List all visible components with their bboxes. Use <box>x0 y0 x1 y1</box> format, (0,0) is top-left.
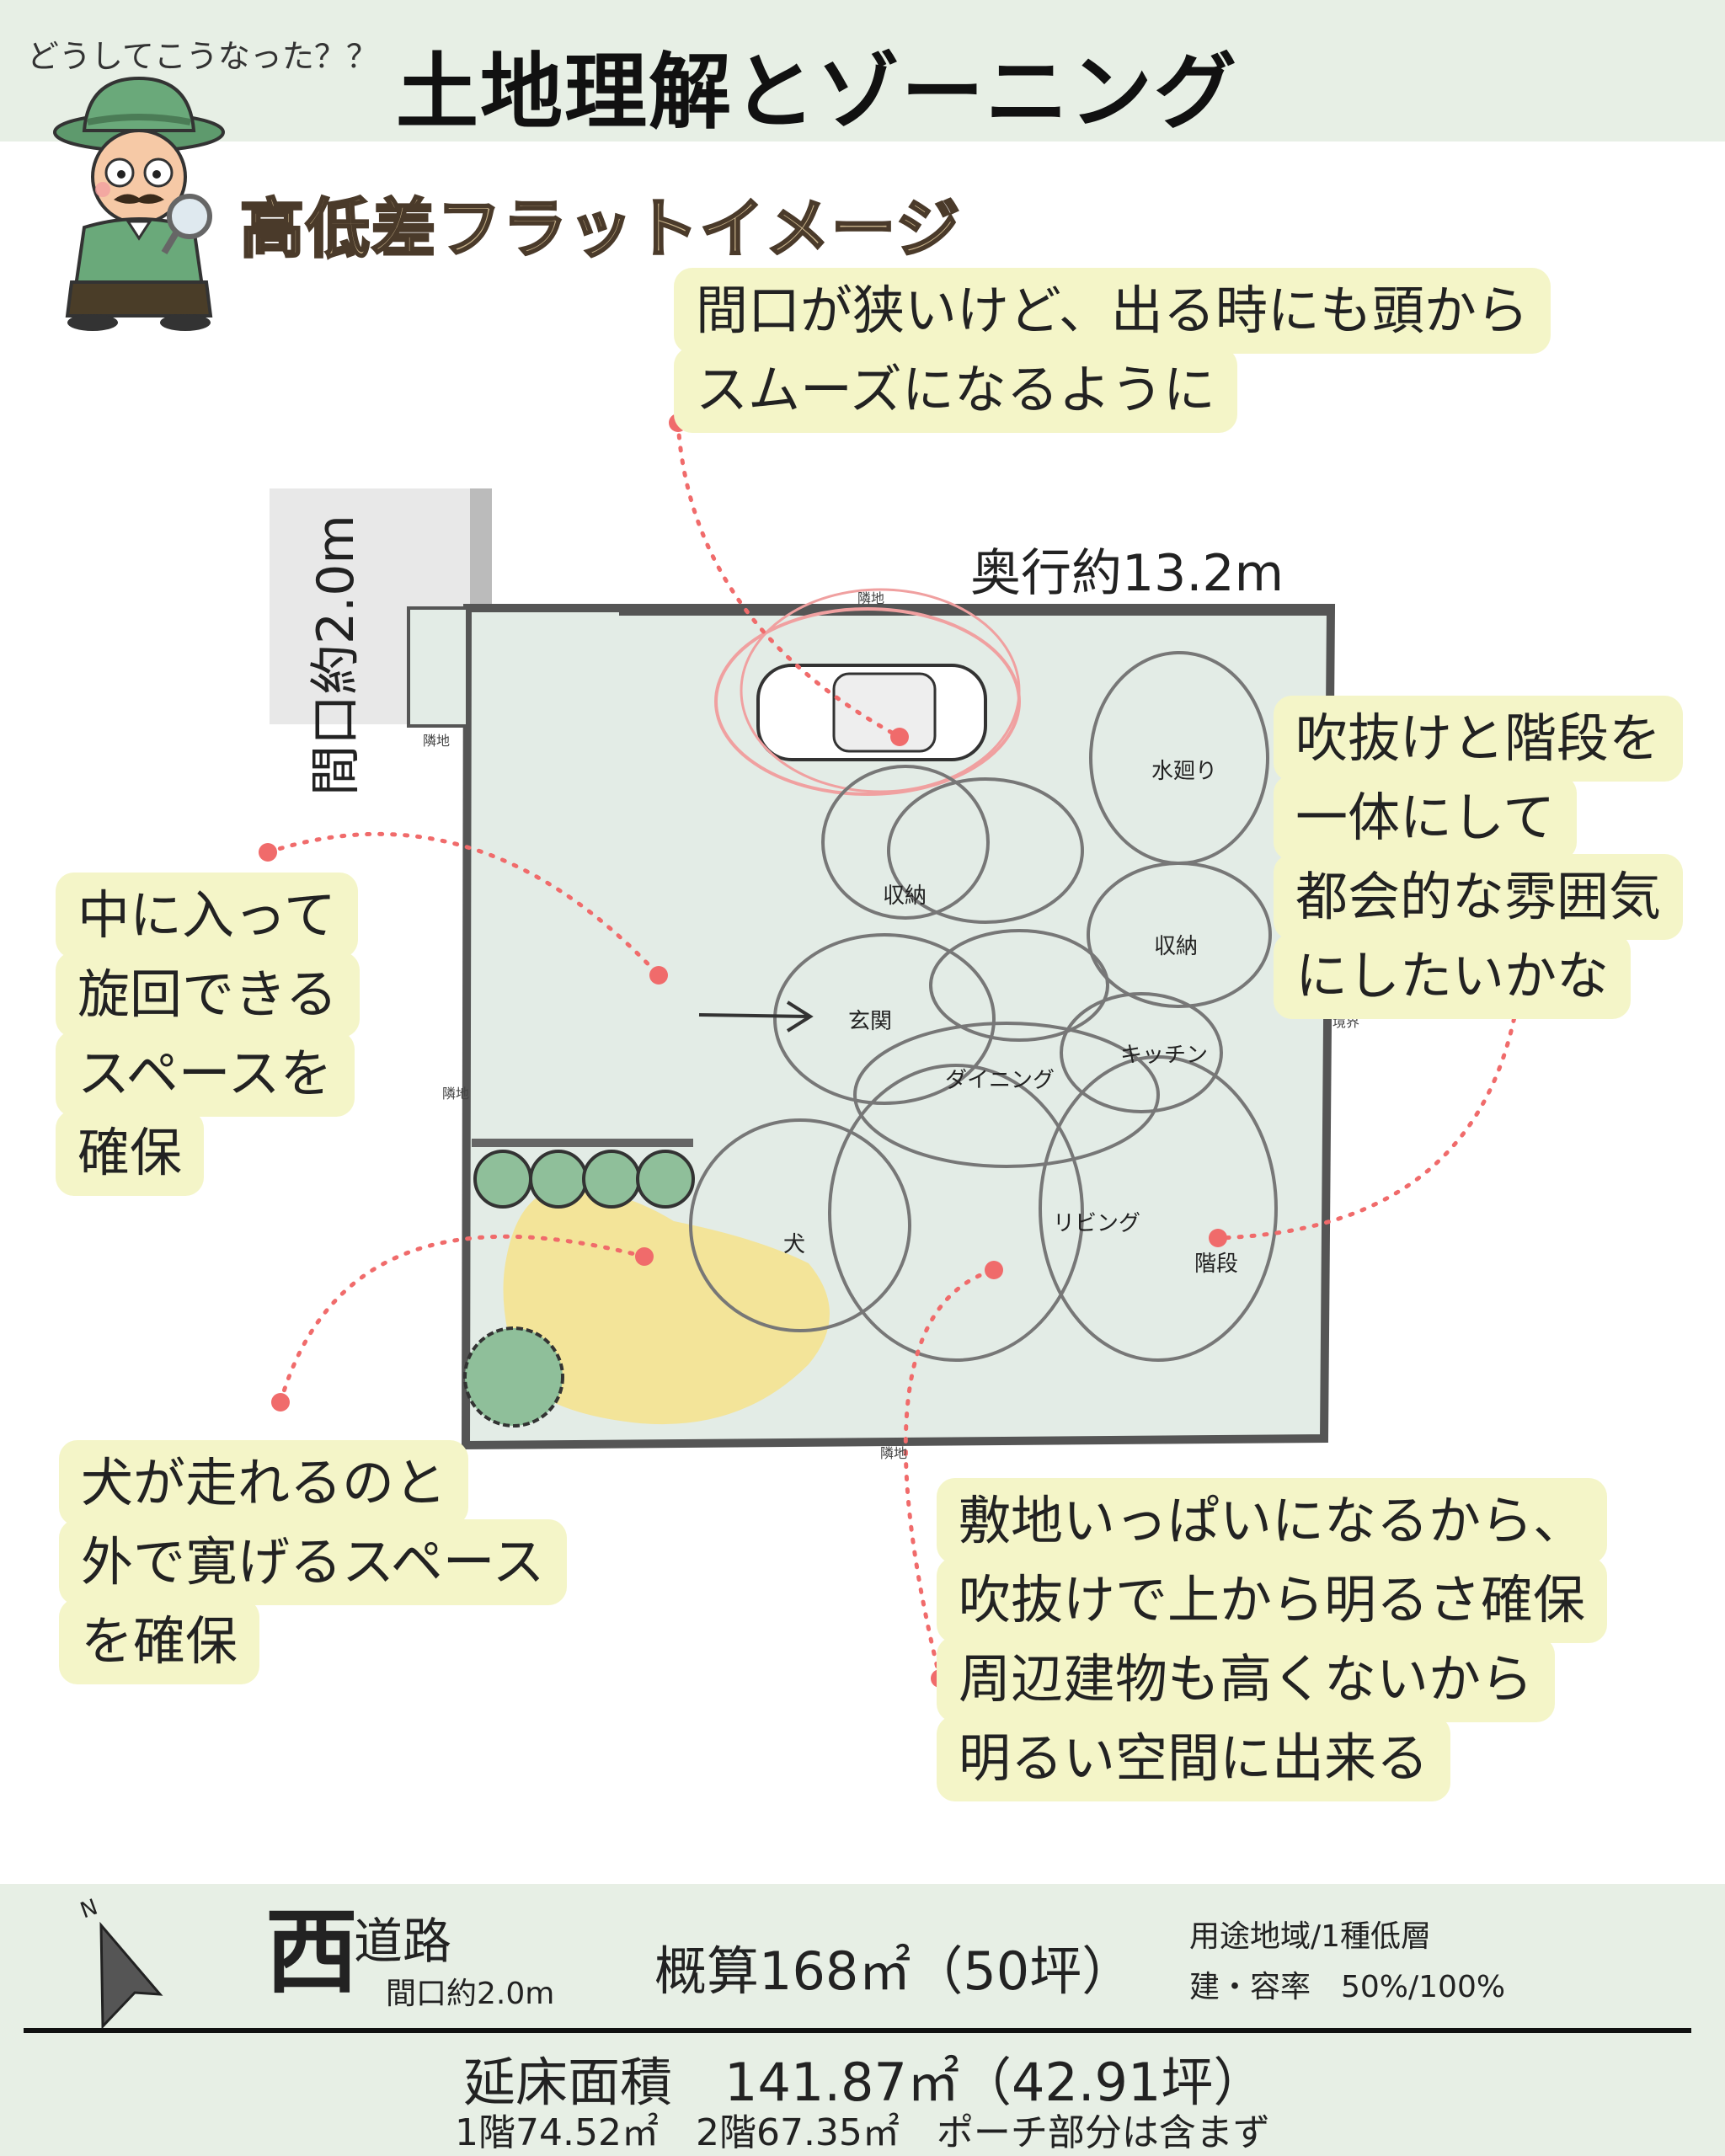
road-direction: 西 <box>265 1898 358 2006</box>
zoning-type: 用途地域/1種低層 <box>1189 1919 1432 1954</box>
footer-band <box>0 1884 1725 2156</box>
header-band <box>0 0 1725 141</box>
zone-dog: 犬 <box>783 1232 806 1257</box>
shrub <box>636 1150 695 1209</box>
north-arrow-icon <box>99 1921 163 2028</box>
site-area: 概算168㎡（50坪） <box>654 1940 1135 2002</box>
lawn-area <box>503 1191 830 1425</box>
zone-water: 水廻り <box>1151 759 1218 784</box>
shrub <box>582 1150 641 1209</box>
zone-stairs: 階段 <box>1194 1251 1239 1277</box>
coverage-ratio: 建・容率 50%/100% <box>1189 1970 1506 2004</box>
note-turning: 中に入って 旋回できる スペースを 確保 <box>56 873 360 1196</box>
page-title: 土地理解とゾーニング <box>396 45 1239 141</box>
depth-label: 奥行約13.2m <box>970 544 1284 603</box>
detective-illustration <box>53 76 225 331</box>
shrub <box>529 1150 588 1209</box>
zone-living: リビング <box>1053 1211 1141 1236</box>
floor-breakdown: 1階74.52㎡ 2階67.35㎡ ポーチ部分は含まず <box>455 2111 1270 2154</box>
zone-dining: ダイニング <box>945 1068 1055 1093</box>
zone-storage-2: 収納 <box>1154 934 1199 959</box>
zone-kitchen: キッチン <box>1120 1043 1209 1068</box>
tree <box>463 1326 564 1428</box>
neighbor-label: 隣地 <box>423 733 451 749</box>
leader-lines <box>265 420 1521 1681</box>
zone-entry: 玄関 <box>848 1009 893 1034</box>
neighbor-label: 隣地 <box>880 1445 908 1461</box>
entry-arrow <box>698 1013 809 1018</box>
question-text: どうしてこうなった？？ <box>27 38 378 75</box>
shrub <box>473 1150 532 1209</box>
zone-storage-1: 収納 <box>883 883 927 909</box>
note-light: 敷地いっぱいになるから、 吹抜けで上から明るさ確保 周辺建物も高くないから 明る… <box>937 1478 1608 1801</box>
note-dog: 犬が走れるのと 外で寛げるスペース を確保 <box>59 1440 567 1684</box>
note-entrance: 間口が狭いけど、出る時にも頭から スムーズになるように <box>674 268 1551 433</box>
footer-divider <box>24 2028 1691 2033</box>
road-label: 道路 <box>354 1913 452 1970</box>
floor-area: 延床面積 141.87㎡（42.91坪） <box>463 2052 1266 2113</box>
page-subtitle: 高低差フラットイメージ <box>238 190 962 268</box>
neighbor-label: 隣地 <box>442 1086 470 1102</box>
road-frontage: 間口約2.0m <box>386 1977 555 2011</box>
note-atrium: 吹抜けと階段を 一体にして 都会的な雰囲気 にしたいかな <box>1274 696 1684 1019</box>
frontage-label: 間口約2.0m <box>307 515 366 796</box>
leader-dots <box>259 414 1227 1688</box>
zone-bubbles <box>689 651 1278 1362</box>
neighbor-label: 隣地 <box>857 590 885 606</box>
